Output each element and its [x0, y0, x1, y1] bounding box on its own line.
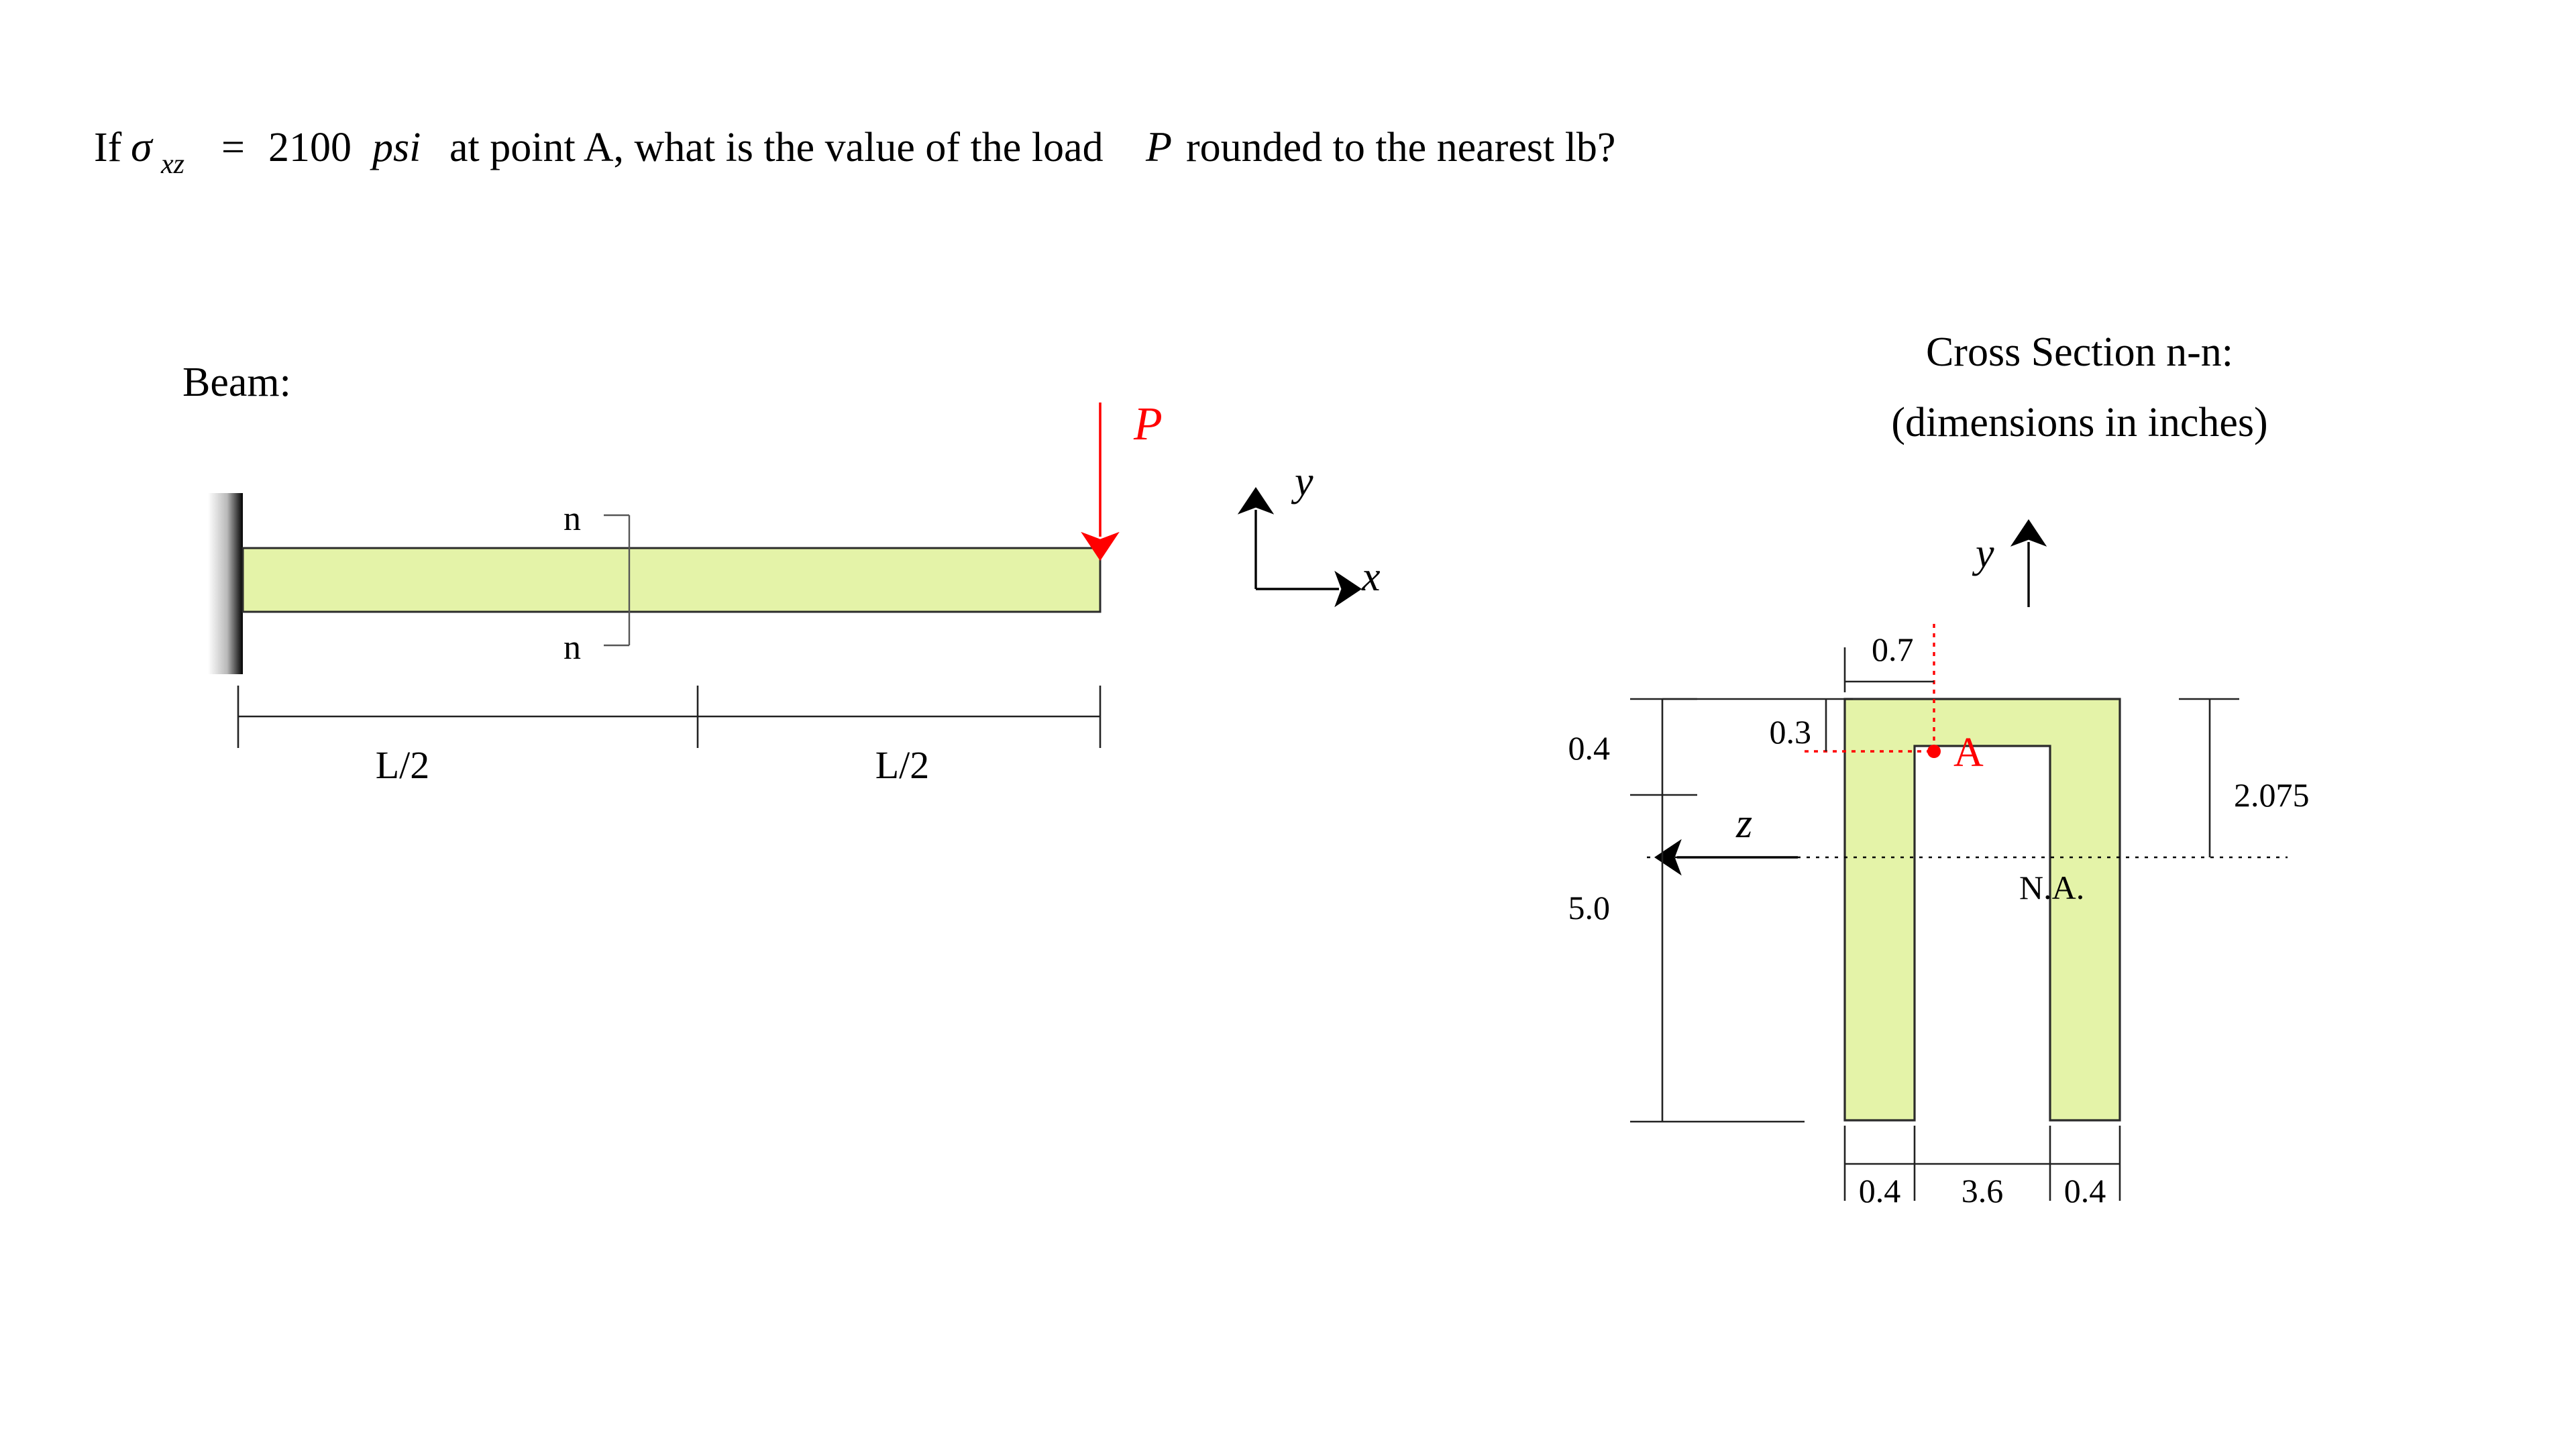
section-y-axis: y [1972, 519, 2047, 607]
dim-2-075-label: 2.075 [2234, 776, 2310, 814]
z-axis-label-section: z [1735, 801, 1752, 847]
dim-0-3-label: 0.3 [1770, 713, 1812, 751]
sigma-symbol: σ [131, 123, 154, 170]
dimension-0-4-flange: 0.4 [1568, 698, 1697, 796]
stress-value: 2100 [268, 125, 352, 170]
dim-inner-width-label: 3.6 [1962, 1172, 2004, 1210]
equals-sign: = [221, 125, 245, 170]
beam-body [241, 547, 1102, 613]
section-mark-top-label: n [564, 500, 581, 538]
dimension-0-3: 0.3 [1662, 698, 1853, 751]
load-label: P [1133, 398, 1163, 450]
statement-lead: If [94, 125, 122, 170]
section-mark-bottom-label: n [564, 629, 581, 667]
dim-web-left-label: 0.4 [1859, 1172, 1901, 1210]
stress-units: psi [370, 125, 421, 170]
point-a-marker [1927, 745, 1941, 758]
neutral-axis-label: N.A. [2019, 869, 2084, 906]
dim-web-right-label: 0.4 [2064, 1172, 2106, 1210]
beam-figure: Beam: n n P L/2 L/2 [182, 360, 1381, 787]
y-axis-label-section: y [1972, 531, 1994, 576]
dim-5-0-label: 5.0 [1568, 889, 1611, 926]
cross-section-shape [1843, 698, 2121, 1122]
span-label-right: L/2 [875, 743, 930, 787]
dim-0-7-label: 0.7 [1872, 631, 1914, 668]
statement-tail: rounded to the nearest lb? [1186, 125, 1615, 170]
span-label-left: L/2 [376, 743, 430, 787]
cross-section-title-line1: Cross Section n-n: [1926, 329, 2233, 375]
statement-middle: at point A, what is the value of the loa… [449, 125, 1104, 170]
beam-axes: y x [1237, 459, 1381, 608]
y-axis-label-beam: y [1291, 459, 1313, 504]
dim-0-4-label: 0.4 [1568, 729, 1611, 767]
cross-section-title-line2: (dimensions in inches) [1891, 400, 2267, 445]
dimension-bottom-widths: 0.4 3.6 0.4 [1843, 1126, 2121, 1210]
dimension-5-0: 5.0 [1568, 795, 1805, 1123]
fixed-support-wall [208, 493, 243, 674]
problem-statement: If σ xz = 2100 psi at point A, what is t… [94, 123, 1615, 180]
point-a-label: A [1953, 730, 1984, 775]
cross-section-figure: Cross Section n-n: (dimensions in inches… [1568, 329, 2310, 1210]
load-symbol-statement: P [1145, 123, 1172, 170]
x-axis-label-beam: x [1361, 554, 1381, 600]
dimension-0-7: 0.7 [1843, 631, 1934, 692]
sigma-subscript: xz [160, 149, 184, 180]
dimension-2-075: 2.075 [2179, 698, 2310, 857]
beam-title: Beam: [182, 360, 291, 405]
